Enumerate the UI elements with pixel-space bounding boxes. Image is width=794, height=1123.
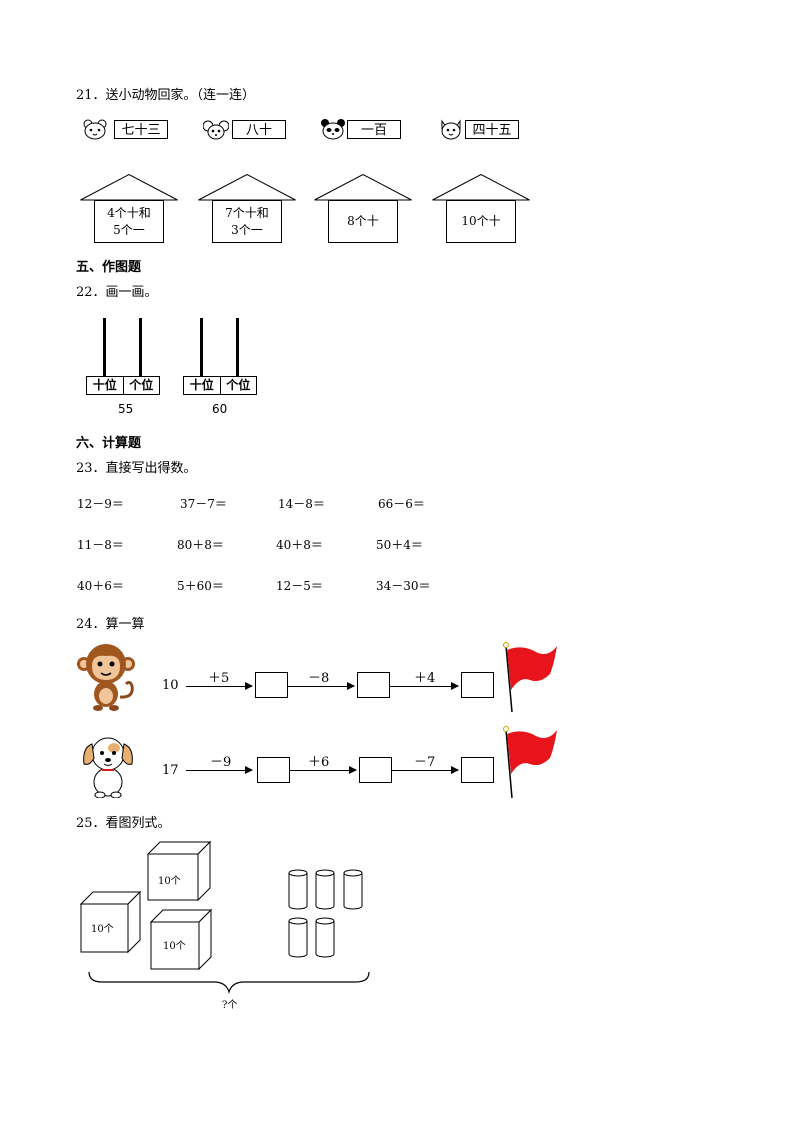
red-flag-icon — [503, 642, 557, 713]
animal-label-hamster: 七十三 — [114, 120, 168, 139]
q21-title: 21．送小动物回家。（连一连） — [76, 88, 256, 103]
cylinder — [288, 921, 308, 958]
abacus-55[interactable]: 十位 个位 — [86, 318, 160, 395]
chain-op: ＋4 — [414, 671, 436, 686]
ones-label: 个位 — [129, 378, 154, 392]
house-line1: 7个十和 — [225, 205, 269, 220]
monkey-icon — [77, 644, 135, 711]
cube-top — [146, 840, 212, 902]
house-line1: 10个十 — [461, 214, 501, 228]
animal-label-panda: 一百 — [347, 120, 401, 139]
tens-label: 十位 — [87, 377, 124, 394]
chain-op: －7 — [414, 755, 436, 770]
section-6-title: 六、计算题 — [76, 436, 142, 451]
house-line2: 3个一 — [231, 222, 263, 237]
cat-icon — [441, 119, 461, 140]
q23-title: 23．直接写出得数。 — [76, 461, 197, 476]
calc-item: 66－6＝ — [378, 497, 425, 511]
roof — [80, 174, 178, 201]
q24-title: 24．算一算 — [76, 617, 145, 632]
house-body: 10个十 — [446, 200, 516, 243]
arrow — [290, 766, 357, 774]
chain-start: 10 — [162, 678, 179, 693]
chain-op: ＋6 — [308, 755, 330, 770]
abacus-number: 55 — [118, 402, 134, 416]
q22-title: 22．画一画。 — [76, 285, 158, 300]
cylinders-figure — [288, 869, 363, 958]
house-body: 7个十和 3个一 — [212, 200, 282, 243]
abacus-base: 十位 个位 — [183, 376, 257, 395]
cube-label: 10个 — [91, 924, 114, 935]
tens-rod — [103, 318, 106, 376]
calc-item: 40＋8＝ — [276, 538, 323, 552]
calc-item: 11－8＝ — [77, 538, 124, 552]
house-3[interactable]: 8个十 — [314, 174, 412, 246]
chain-op: ＋5 — [208, 671, 230, 686]
arrow — [186, 766, 253, 774]
calc-item: 80＋8＝ — [177, 538, 224, 552]
calc-item: 14－8＝ — [278, 497, 325, 511]
cube-label: 10个 — [158, 876, 181, 887]
abacus-number: 60 — [212, 402, 228, 416]
calc-item: 12－9＝ — [77, 497, 124, 511]
house-2[interactable]: 7个十和 3个一 — [198, 174, 296, 246]
calc-item: 40＋6＝ — [77, 579, 124, 593]
ones-rod — [139, 318, 142, 376]
ones-rod — [236, 318, 239, 376]
house-line1: 8个十 — [347, 214, 379, 228]
cube-left — [80, 890, 142, 954]
dog-icon — [83, 737, 133, 798]
brace-label: ?个 — [222, 1000, 238, 1011]
house-body: 8个十 — [328, 200, 398, 243]
answer-box[interactable] — [257, 757, 290, 783]
section-5-title: 五、作图题 — [76, 260, 142, 275]
house-line2: 5个一 — [113, 222, 145, 237]
chain-op: －8 — [308, 671, 330, 686]
arrow — [186, 682, 253, 690]
cylinder — [315, 921, 335, 958]
arrow — [392, 766, 459, 774]
chain-op: －9 — [210, 755, 232, 770]
panda-icon — [321, 119, 345, 140]
cubes-figure — [80, 840, 213, 971]
cylinder — [343, 873, 363, 910]
calc-item: 37－7＝ — [180, 497, 227, 511]
total-brace — [88, 971, 370, 995]
house-line1: 4个十和 — [107, 205, 151, 220]
ones-label: 个位 — [226, 378, 251, 392]
tens-label: 十位 — [184, 377, 221, 394]
calc-item: 12－5＝ — [276, 579, 323, 593]
q25-title: 25．看图列式。 — [76, 816, 171, 831]
house-4[interactable]: 10个十 — [432, 174, 530, 246]
cylinder — [288, 873, 308, 910]
answer-box[interactable] — [255, 672, 288, 698]
animal-label-mouse: 八十 — [232, 120, 286, 139]
calc-item: 34－30＝ — [376, 579, 431, 593]
arrow — [390, 682, 459, 690]
house-1[interactable]: 4个十和 5个一 — [80, 174, 178, 246]
abacus-base: 十位 个位 — [86, 376, 160, 395]
roof — [198, 174, 296, 201]
roof — [432, 174, 530, 201]
answer-box[interactable] — [461, 672, 494, 698]
roof — [314, 174, 412, 201]
cube-label: 10个 — [163, 941, 186, 952]
calc-item: 50＋4＝ — [376, 538, 423, 552]
answer-box[interactable] — [357, 672, 390, 698]
chain-start: 17 — [162, 763, 179, 778]
red-flag-icon — [503, 726, 557, 799]
cylinder — [315, 873, 335, 910]
abacus-60[interactable]: 十位 个位 — [183, 318, 257, 395]
calc-item: 5＋60＝ — [177, 579, 224, 593]
tens-rod — [200, 318, 203, 376]
mouse-icon — [203, 120, 229, 140]
answer-box[interactable] — [461, 757, 494, 783]
animal-label-cat: 四十五 — [465, 120, 519, 139]
answer-box[interactable] — [359, 757, 392, 783]
cube-bottom — [149, 908, 213, 971]
arrow — [288, 682, 355, 690]
hamster-icon — [83, 119, 107, 140]
house-body: 4个十和 5个一 — [94, 200, 164, 243]
